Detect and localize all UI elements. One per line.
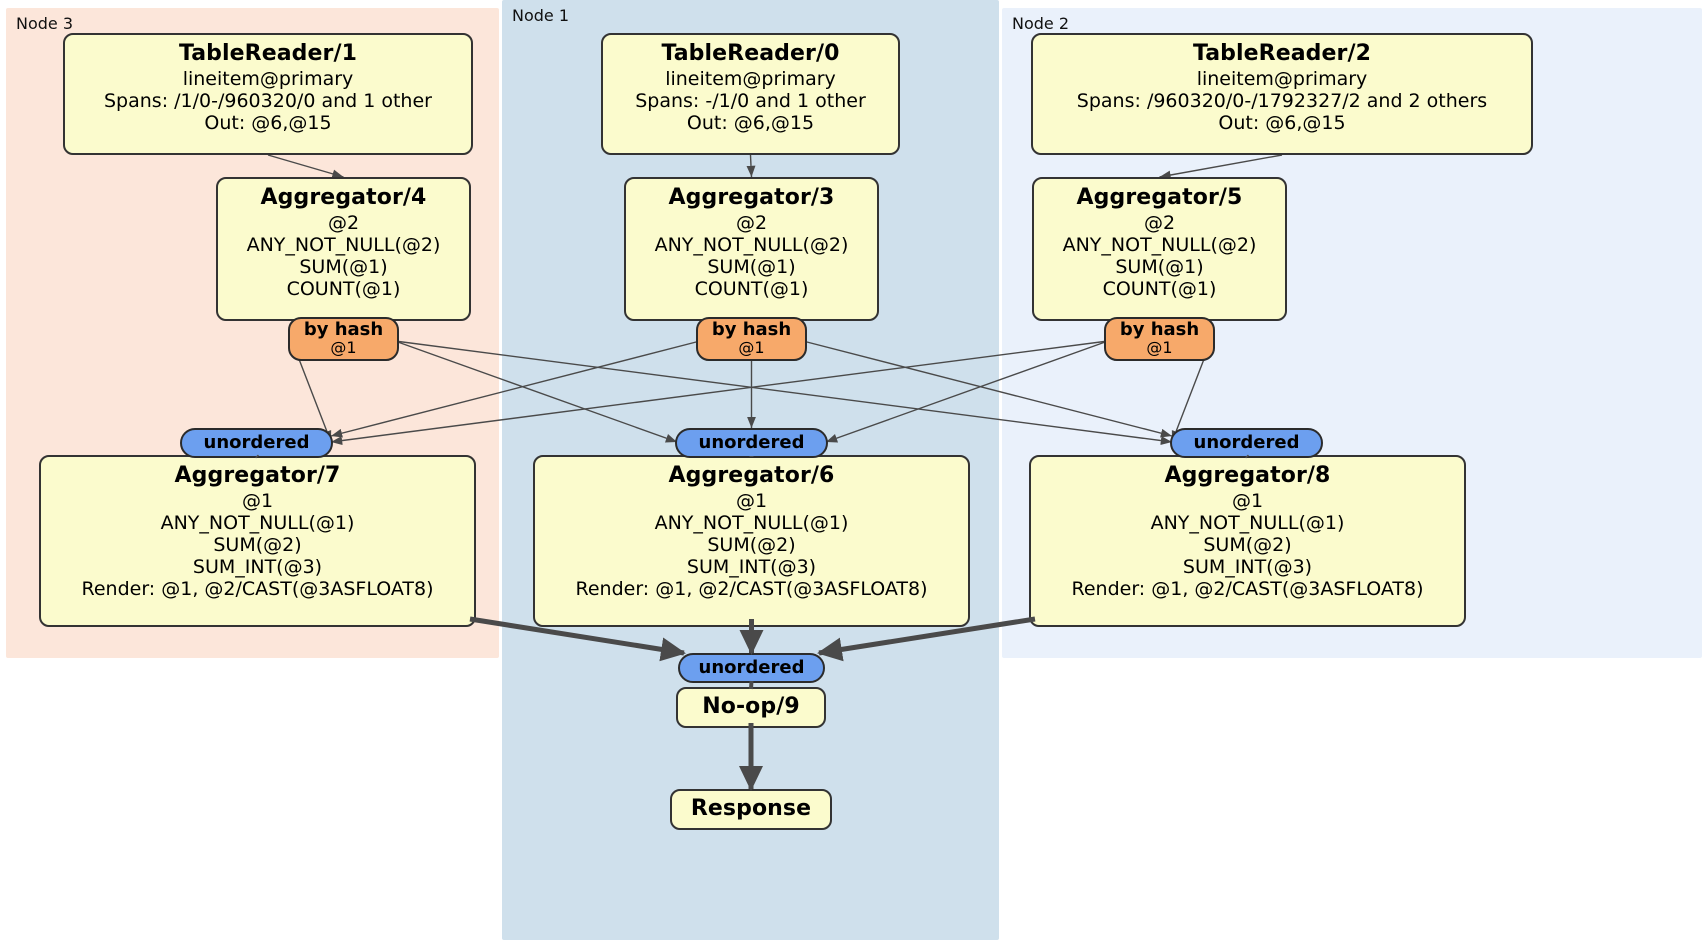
table-reader-1-title: TableReader/1 xyxy=(178,41,358,66)
table-reader-2-title: TableReader/2 xyxy=(1192,41,1372,66)
unordered-synchronizer-left[interactable]: unordered xyxy=(180,428,333,458)
aggregator-6-title: Aggregator/6 xyxy=(668,463,835,488)
unordered-synchronizer-final[interactable]: unordered xyxy=(678,653,825,683)
aggregator-4-title: Aggregator/4 xyxy=(260,185,427,210)
hash-router-aggregator-5-sublabel: @1 xyxy=(1146,337,1173,357)
aggregator-4-line-2: SUM(@1) xyxy=(299,255,388,278)
aggregator-8-line-0: @1 xyxy=(1231,489,1264,512)
aggregator-7-title: Aggregator/7 xyxy=(174,463,341,488)
unordered-synchronizer-right-label: unordered xyxy=(1193,431,1300,453)
aggregator-5-line-2: SUM(@1) xyxy=(1115,255,1204,278)
hash-router-aggregator-3-sublabel: @1 xyxy=(738,337,765,357)
aggregator-3-line-0: @2 xyxy=(735,211,768,234)
table-reader-0-title: TableReader/0 xyxy=(661,41,840,66)
aggregator-3-line-2: SUM(@1) xyxy=(707,255,796,278)
hash-router-aggregator-4[interactable]: by hash@1 xyxy=(288,317,399,361)
region-label-node3: Node 3 xyxy=(16,14,74,33)
hash-router-aggregator-3-label: by hash xyxy=(711,318,792,340)
aggregator-5-line-0: @2 xyxy=(1143,211,1176,234)
aggregator-4-line-0: @2 xyxy=(327,211,360,234)
hash-router-aggregator-5-label: by hash xyxy=(1119,318,1200,340)
region-label-node1: Node 1 xyxy=(512,6,570,25)
table-reader-2-line-0: lineitem@primary xyxy=(1196,67,1368,90)
aggregator-6-line-3: SUM_INT(@3) xyxy=(686,555,817,578)
unordered-synchronizer-center[interactable]: unordered xyxy=(675,428,828,458)
aggregator-3-title: Aggregator/3 xyxy=(668,185,835,210)
aggregator-4-line-1: ANY_NOT_NULL(@2) xyxy=(246,233,441,256)
no-op-9-title: No-op/9 xyxy=(702,694,800,719)
aggregator-8-title: Aggregator/8 xyxy=(1164,463,1331,488)
aggregator-5-line-3: COUNT(@1) xyxy=(1102,277,1217,300)
unordered-synchronizer-left-label: unordered xyxy=(203,431,310,453)
aggregator-8-line-4: Render: @1, @2/CAST(@3ASFLOAT8) xyxy=(1071,577,1424,600)
aggregator-6-line-1: ANY_NOT_NULL(@1) xyxy=(654,511,849,534)
aggregator-3-line-1: ANY_NOT_NULL(@2) xyxy=(654,233,849,256)
table-reader-0-line-0: lineitem@primary xyxy=(665,67,836,90)
aggregator-5-line-1: ANY_NOT_NULL(@2) xyxy=(1062,233,1257,256)
hash-router-aggregator-4-label: by hash xyxy=(303,318,384,340)
response-node-title: Response xyxy=(690,796,812,821)
table-reader-2-line-1: Spans: /960320/0-/1792327/2 and 2 others xyxy=(1076,89,1488,112)
aggregator-7-line-1: ANY_NOT_NULL(@1) xyxy=(160,511,355,534)
aggregator-7-line-2: SUM(@2) xyxy=(213,533,302,556)
aggregator-6-line-0: @1 xyxy=(735,489,768,512)
aggregator-5-title: Aggregator/5 xyxy=(1076,185,1243,210)
unordered-synchronizer-right[interactable]: unordered xyxy=(1170,428,1323,458)
table-reader-1-line-2: Out: @6,@15 xyxy=(204,111,332,134)
aggregator-6-line-2: SUM(@2) xyxy=(707,533,796,556)
unordered-synchronizer-center-label: unordered xyxy=(698,431,805,453)
no-op-9[interactable]: No-op/9 xyxy=(676,687,826,728)
aggregator-8-line-1: ANY_NOT_NULL(@1) xyxy=(1150,511,1345,534)
aggregator-4-line-3: COUNT(@1) xyxy=(286,277,401,300)
table-reader-0-line-2: Out: @6,@15 xyxy=(686,111,815,134)
unordered-synchronizer-final-label: unordered xyxy=(698,656,805,678)
aggregator-8-line-2: SUM(@2) xyxy=(1203,533,1292,556)
table-reader-1-line-0: lineitem@primary xyxy=(182,67,354,90)
table-reader-1-line-1: Spans: /1/0-/960320/0 and 1 other xyxy=(104,89,432,112)
table-reader-2-line-2: Out: @6,@15 xyxy=(1218,111,1346,134)
aggregator-8-line-3: SUM_INT(@3) xyxy=(1182,555,1313,578)
hash-router-aggregator-3[interactable]: by hash@1 xyxy=(696,317,807,361)
aggregator-7-line-0: @1 xyxy=(241,489,274,512)
table-reader-0-line-1: Spans: -/1/0 and 1 other xyxy=(635,89,866,112)
aggregator-7-line-4: Render: @1, @2/CAST(@3ASFLOAT8) xyxy=(81,577,434,600)
region-label-node2: Node 2 xyxy=(1012,14,1070,33)
aggregator-7-line-3: SUM_INT(@3) xyxy=(192,555,323,578)
response-node[interactable]: Response xyxy=(670,789,832,830)
hash-router-aggregator-4-sublabel: @1 xyxy=(330,337,357,357)
aggregator-6-line-4: Render: @1, @2/CAST(@3ASFLOAT8) xyxy=(575,577,928,600)
hash-router-aggregator-5[interactable]: by hash@1 xyxy=(1104,317,1215,361)
aggregator-3-line-3: COUNT(@1) xyxy=(694,277,809,300)
